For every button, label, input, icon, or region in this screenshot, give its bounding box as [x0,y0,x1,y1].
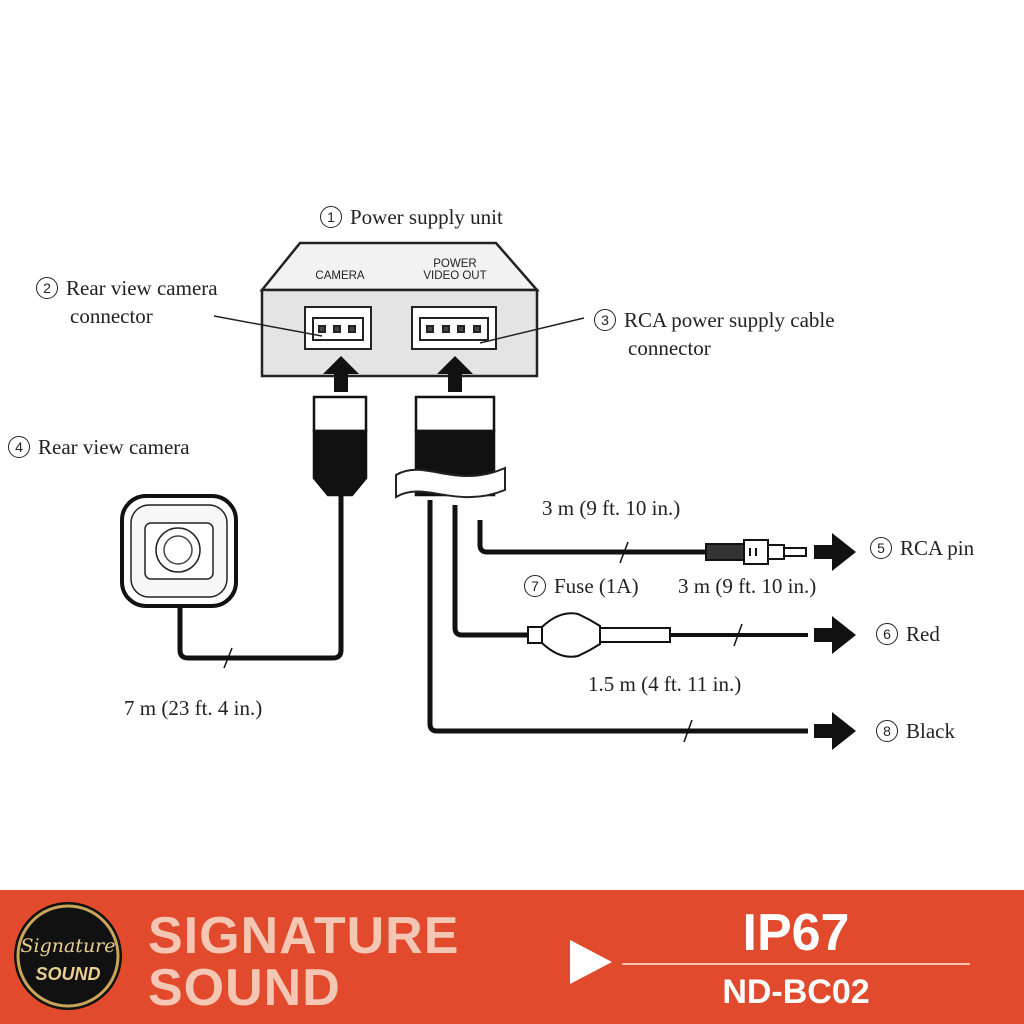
red-cable [452,505,540,638]
brand-name-line1: SIGNATURE [148,907,460,965]
camera-cable [177,495,344,661]
divider [622,963,970,965]
brand-name-line2: SOUND [148,959,341,1017]
callout-number: 8 [876,720,898,742]
red-arrow [814,616,856,654]
play-icon [570,940,612,984]
rear-view-camera-drawing [120,494,238,608]
callout-number: 1 [320,206,342,228]
power-port-connector [411,306,497,350]
power-port-label-line1: POWER [433,258,477,270]
fuse-holder [527,612,671,658]
black-arrow [814,712,856,750]
callout-number: 2 [36,277,58,299]
power-plug-arrow [437,356,473,392]
cable-break [395,466,506,499]
length-camera-cable: 7 m (23 ft. 4 in.) [124,696,263,720]
camera-plug-arrow [323,356,359,392]
callout-number: 6 [876,623,898,645]
length-red-cable: 3 m (9 ft. 10 in.) [678,574,817,598]
svg-text:Signature: Signature [20,935,115,957]
callout-number: 3 [594,309,616,331]
rca-plug [705,539,807,565]
brand-banner [0,890,1024,1024]
power-port-label-line2: VIDEO OUT [423,270,487,282]
svg-text:SOUND: SOUND [35,964,100,984]
model-number: ND-BC02 [722,973,870,1011]
label-rca-connector-line2: connector [628,336,711,360]
length-black-cable: 1.5 m (4 ft. 11 in.) [588,672,742,696]
rca-arrow [814,533,856,571]
camera-port-connector [304,306,372,350]
signature-sound-logo: Signature SOUND [14,902,122,1010]
black-cable [427,500,808,734]
callout-number: 5 [870,537,892,559]
ip-rating: IP67 [742,904,850,962]
camera-plug [312,395,368,497]
callout-number: 7 [524,575,546,597]
camera-port-label: CAMERA [315,270,365,282]
label-rear-camera-connector-line2: connector [70,304,153,328]
rca-cable [477,520,708,555]
wiring-diagram [120,241,856,750]
length-rca-cable: 3 m (9 ft. 10 in.) [542,496,681,520]
callout-number: 4 [8,436,30,458]
